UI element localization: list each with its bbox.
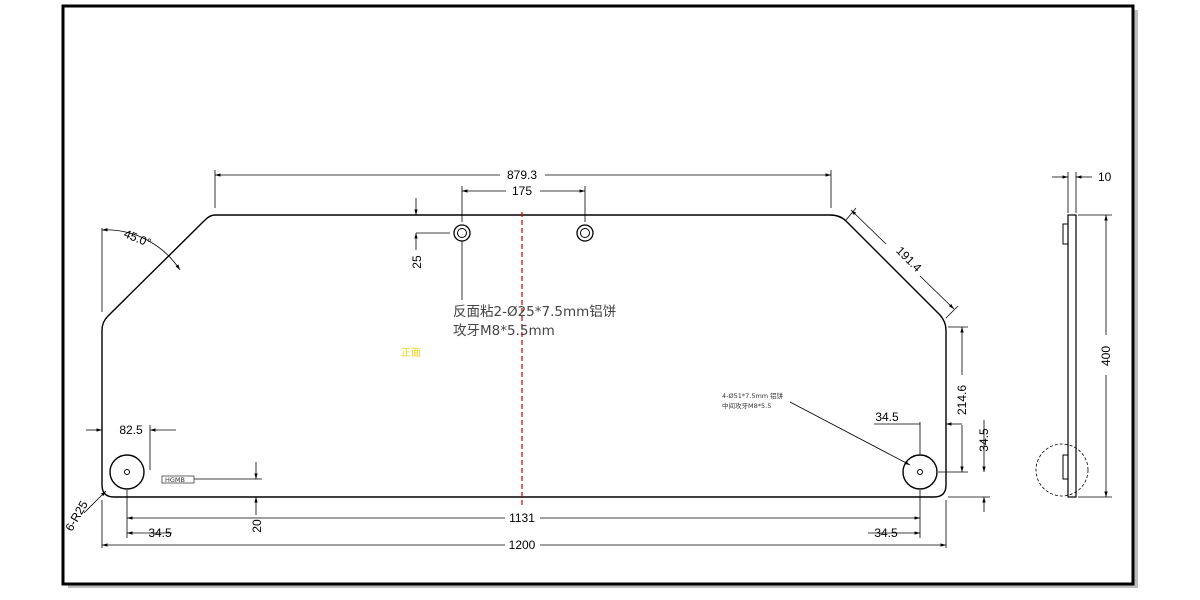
- dim-bottom-right-offset: 34.5: [868, 500, 947, 548]
- dim-right-hole-x-label: 34.5: [875, 410, 899, 424]
- svg-text:HGMB: HGMB: [165, 476, 185, 484]
- dim-side-height: 400: [1078, 214, 1113, 498]
- dim-top-width-label: 879.3: [507, 168, 537, 182]
- dim-inner-width: 1131: [126, 490, 921, 525]
- bottom-hole-left: [109, 454, 145, 490]
- dim-hole-offset: 25: [410, 198, 450, 269]
- dim-hole-spacing-label: 175: [512, 184, 532, 198]
- dim-right-height-label: 214.6: [955, 385, 969, 415]
- top-hole-right: [576, 224, 594, 242]
- dim-inner-width-label: 1131: [509, 511, 535, 525]
- dim-bottom-gap-label: 20: [250, 519, 264, 533]
- dim-side-thickness-label: 10: [1098, 170, 1112, 184]
- top-note-line2: 攻牙M8*5.5mm: [453, 323, 555, 339]
- dim-hole-offset-label: 25: [410, 255, 424, 269]
- right-note-line2: 中间攻牙M8*5.5: [722, 401, 771, 410]
- dim-right-hole-y-label: 34.5: [977, 428, 991, 452]
- dim-left-hole-x: 82.5: [86, 423, 176, 470]
- right-note-line1: 4-Ø51*7.5mm 铝饼: [722, 391, 784, 400]
- dim-bottom-right-offset-label: 34.5: [874, 526, 898, 540]
- dim-overall-width: 1200: [102, 538, 946, 552]
- top-note-line1: 反面粘2-Ø25*7.5mm铝饼: [453, 304, 616, 320]
- dim-side-thickness: 10: [1052, 170, 1112, 213]
- dim-hole-spacing: 175: [461, 184, 586, 222]
- right-note-leader: [789, 401, 911, 466]
- dim-right-height: 214.6: [938, 326, 969, 473]
- dim-bottom-gap: 20: [194, 462, 264, 533]
- dim-right-hole-x: 34.5: [874, 410, 962, 455]
- dim-left-hole-x-label: 82.5: [119, 423, 143, 437]
- plate-outline: [101, 214, 947, 498]
- dim-right-hole-y: 34.5: [948, 420, 991, 512]
- dim-bottom-left-offset: 34.5: [101, 500, 172, 548]
- drawing-frame: [61, 4, 1135, 586]
- dim-top-width: 879.3: [214, 168, 832, 208]
- side-view: [1035, 214, 1089, 498]
- dim-bottom-left-offset-label: 34.5: [148, 526, 172, 540]
- small-logo: HGMB: [161, 475, 195, 484]
- dim-overall-width-label: 1200: [509, 538, 536, 552]
- dim-side-height-label: 400: [1099, 346, 1113, 366]
- front-side-mark: 正面: [401, 348, 421, 359]
